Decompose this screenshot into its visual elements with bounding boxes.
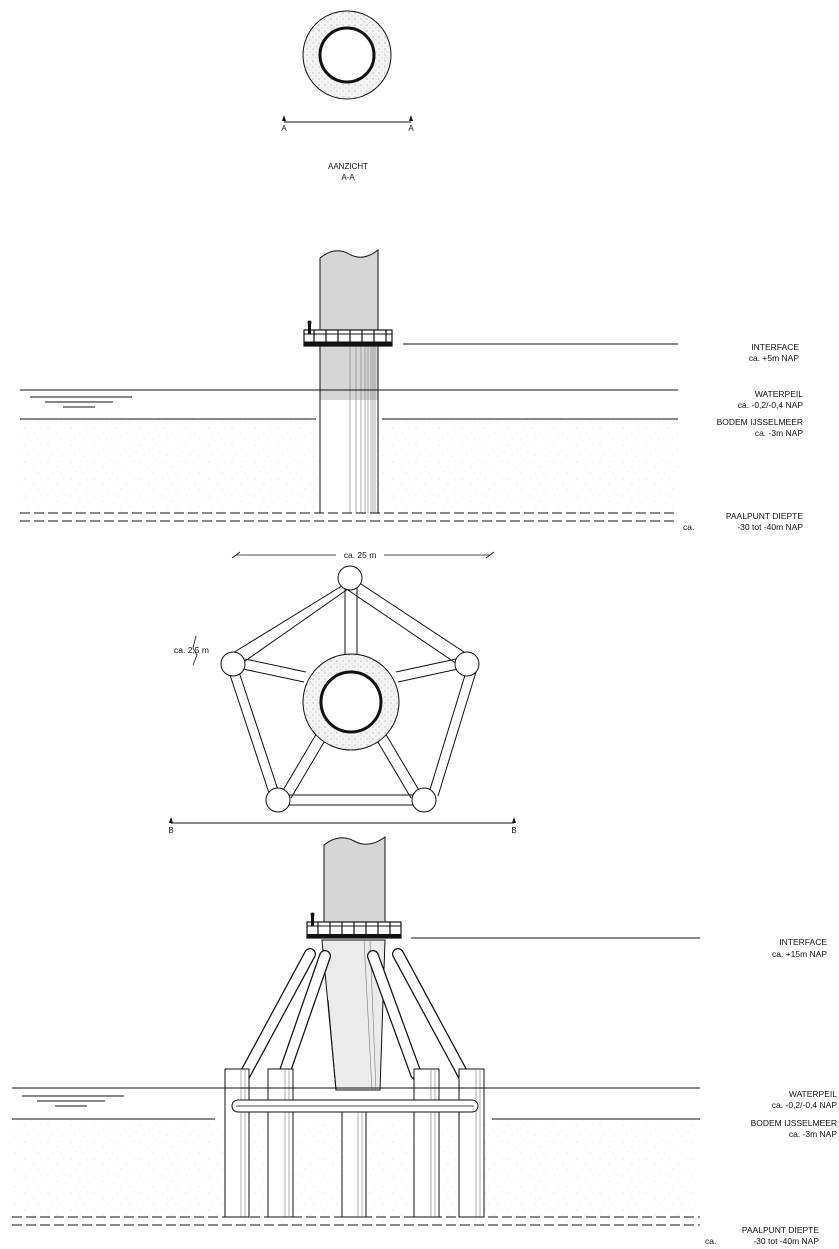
water-symbol <box>30 396 132 408</box>
plan-view-a: A A AANZICHT A-A <box>281 10 414 182</box>
horizontal-bracing <box>231 1099 479 1113</box>
paalpunt-level: -30 tot -40m NAP <box>737 522 803 532</box>
waterpeil-level: ca. -0,2/-0,4 NAP <box>738 400 804 410</box>
section-marker-a-right: A <box>408 124 414 133</box>
jacket-waterpeil-label: WATERPEIL <box>789 1089 837 1099</box>
jacket-platform <box>306 912 402 939</box>
leg-dimension-label: ca. 2,5 m <box>174 645 209 655</box>
perimeter-braces <box>227 579 477 806</box>
jacket-waterpeil-level: ca. -0,2/-0,4 NAP <box>772 1100 838 1110</box>
paalpunt-label: PAALPUNT DIEPTE <box>726 511 803 521</box>
section-marker-b-left: B <box>168 826 173 835</box>
jacket-bodem-level: ca. -3m NAP <box>789 1129 838 1139</box>
interface-label: INTERFACE <box>751 342 799 352</box>
view-subtitle: A-A <box>341 173 355 182</box>
center-shaft-circle <box>319 670 383 734</box>
pile-shading-lines <box>349 346 376 513</box>
leg-circle-bottom-left <box>265 787 291 813</box>
jacket-paalpunt-label: PAALPUNT DIEPTE <box>742 1225 819 1235</box>
leg-circle-top <box>337 565 363 591</box>
leg-dimension-mark <box>192 635 198 666</box>
pile-shaft-soil <box>320 400 378 513</box>
waterpeil-label: WATERPEIL <box>755 389 803 399</box>
section-arrow-left <box>282 115 286 121</box>
jacket-plan-view: ca. 25 m ca. 2,5 m <box>168 549 517 835</box>
leg-circle-bottom-right <box>411 787 437 813</box>
jacket-paalpunt-level: -30 tot -40m NAP <box>753 1236 819 1246</box>
section-marker-b-right: B <box>511 826 516 835</box>
monopile-elevation: INTERFACE ca. +5m NAP WATERPEIL ca. -0,2… <box>20 248 804 532</box>
radial-braces <box>242 588 459 799</box>
view-title: AANZICHT <box>328 162 368 171</box>
jacket-bodem-label: BODEM IJSSELMEER <box>751 1118 837 1128</box>
jacket-interface-label: INTERFACE <box>779 937 827 947</box>
platform <box>303 320 393 347</box>
jacket-water-symbol <box>22 1095 124 1107</box>
jacket-elevation: INTERFACE ca. +15m NAP WATERPEIL ca. -0,… <box>12 836 838 1246</box>
bodem-label: BODEM IJSSELMEER <box>717 417 803 427</box>
pile-shaft-water <box>320 346 378 400</box>
section-marker-a-left: A <box>281 124 287 133</box>
diagonal-legs <box>236 948 472 1086</box>
monopile-shaft-circle <box>318 26 376 84</box>
section-arrow-right <box>409 115 413 121</box>
width-dimension-label: ca. 25 m <box>344 550 377 560</box>
bodem-level: ca. -3m NAP <box>755 428 804 438</box>
interface-level: ca. +5m NAP <box>749 353 800 363</box>
paalpunt-prefix: ca. <box>683 522 694 532</box>
tower-shaft <box>319 248 379 331</box>
jacket-paalpunt-prefix: ca. <box>705 1236 716 1246</box>
person-icon <box>308 324 311 334</box>
pile-detail-lines <box>240 1069 481 1217</box>
leg-circle-left <box>220 651 246 677</box>
leg-circle-right <box>454 651 480 677</box>
jacket-tower-shaft <box>323 836 386 925</box>
jacket-interface-level: ca. +15m NAP <box>772 949 827 959</box>
